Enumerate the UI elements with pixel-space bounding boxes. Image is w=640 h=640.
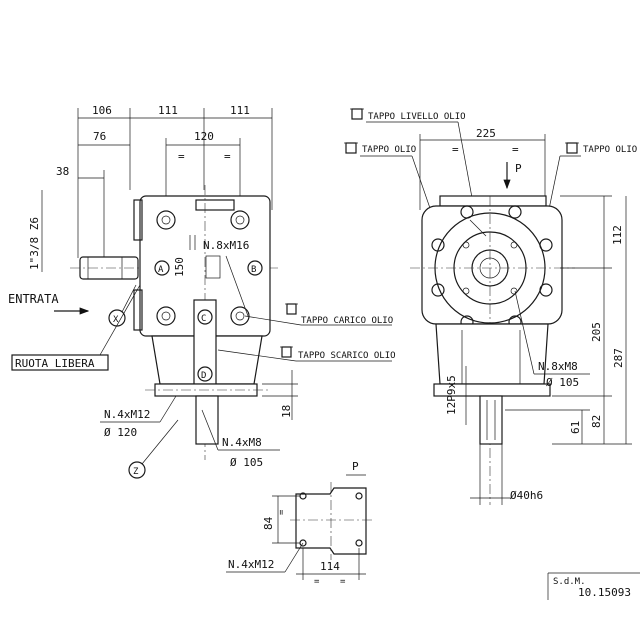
label-entrata: ENTRATA xyxy=(8,292,59,306)
marker-z: Z xyxy=(133,467,139,477)
view-p-bottom: P xyxy=(352,460,359,473)
label-tappo-scarico: TAPPO SCARICO OLIO xyxy=(298,351,396,361)
note-phi105-right: Ø 105 xyxy=(546,376,579,389)
eq-mark-b2: = xyxy=(314,577,320,587)
title-block: S.d.M. 10.15093 xyxy=(547,572,640,600)
note-n8-m16: N.8xM16 xyxy=(203,239,249,252)
left-view: 106 111 111 120 76 38 = = 1"3/8 Z6 xyxy=(8,104,396,479)
ruota-libera-box xyxy=(11,354,109,371)
dim-106: 106 xyxy=(92,104,112,117)
marker-c: C xyxy=(201,314,206,324)
view-p-right: P xyxy=(515,162,522,175)
label-tappo-livello: TAPPO LIVELLO OLIO xyxy=(368,112,466,122)
dim-82: 82 xyxy=(590,415,603,428)
note-n4-m12-bottom: N.4xM12 xyxy=(228,558,274,571)
bottom-view: P 84 = 114 = = N.4xM12 xyxy=(226,460,372,587)
title-sdm: S.d.M. xyxy=(553,577,586,587)
dim-150: 150 xyxy=(173,257,186,277)
note-n4-m12: N.4xM12 xyxy=(104,408,150,421)
dim-111-b: 111 xyxy=(230,104,250,117)
right-lower-housing xyxy=(433,323,551,445)
dim-38: 38 xyxy=(56,165,69,178)
right-view: 225 = = P TAPPO LIVELLO OLIO TAPPO OLIO … xyxy=(344,108,637,505)
eq-mark-1: = xyxy=(178,150,185,163)
dim-114: 114 xyxy=(320,560,340,573)
dim-keyway: 12P9x5 xyxy=(445,375,458,415)
marker-x: X xyxy=(113,315,119,325)
ref-markers: A B C D X Z xyxy=(108,260,263,479)
note-phi120: Ø 120 xyxy=(104,426,137,439)
dim-61: 61 xyxy=(569,421,582,434)
label-tappo-olio-left: TAPPO OLIO xyxy=(362,145,416,155)
plug-labels-left: TAPPO CARICO OLIO TAPPO SCARICO OLIO xyxy=(217,303,396,362)
left-top-dimensions: 106 111 111 120 76 38 = = xyxy=(56,104,273,265)
dim-287: 287 xyxy=(612,348,625,368)
dim-shaft: Ø40h6 xyxy=(510,489,543,502)
marker-b: B xyxy=(251,265,256,275)
eq-mark-b1: = xyxy=(277,509,287,515)
eq-mark-2: = xyxy=(224,150,231,163)
title-code: 10.15093 xyxy=(578,586,631,599)
eq-mark-b3: = xyxy=(340,577,346,587)
dim-18: 18 xyxy=(280,405,293,418)
eq-mark-r2: = xyxy=(512,143,519,156)
dim-205: 205 xyxy=(590,322,603,342)
eq-mark-r1: = xyxy=(452,143,459,156)
note-n4-m8: N.4xM8 xyxy=(222,436,262,449)
label-tappo-olio-right: TAPPO OLIO xyxy=(583,145,637,155)
dim-225: 225 xyxy=(476,127,496,140)
label-ruota-libera: RUOTA LIBERA xyxy=(15,357,95,370)
dim-84: 84 xyxy=(262,516,275,530)
note-n8-m8: N.8xM8 xyxy=(538,360,578,373)
dim-120: 120 xyxy=(194,130,214,143)
marker-a: A xyxy=(158,265,164,275)
note-phi105: Ø 105 xyxy=(230,456,263,469)
dim-112: 112 xyxy=(611,225,624,245)
marker-d: D xyxy=(201,371,206,381)
thread-label: 1"3/8 Z6 xyxy=(28,217,41,270)
label-tappo-carico: TAPPO CARICO OLIO xyxy=(301,316,393,326)
dim-111-a: 111 xyxy=(158,104,178,117)
left-housing: 150 N.8xM16 xyxy=(133,185,271,460)
dim-76: 76 xyxy=(93,130,106,143)
